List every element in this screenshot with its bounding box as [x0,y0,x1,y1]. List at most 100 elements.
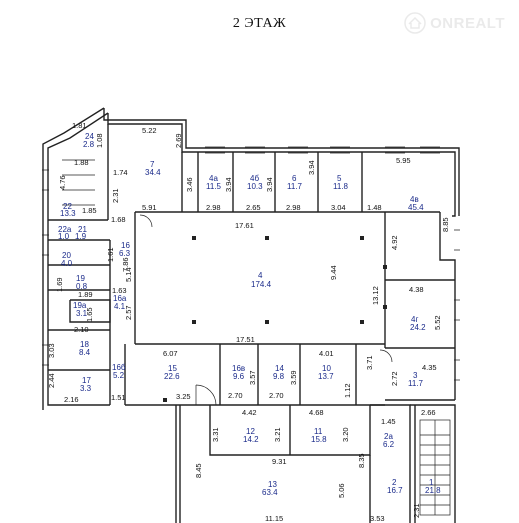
room-24-num: 24 [85,132,94,141]
room-22-num: 22 [63,202,72,211]
dim-label: 3.31 [211,427,220,442]
room-18-num: 18 [80,340,89,349]
room-20-area: 4.0 [61,259,73,268]
house-icon [404,12,426,34]
dim-label: 1.51 [111,393,126,402]
room-4a-num: 4а [209,174,218,183]
dim-label: 1.08 [95,133,104,148]
dim-label: 7.86 [121,257,130,272]
room-17-area: 3.3 [80,384,92,393]
dim-label: 8.45 [194,463,203,478]
floor-title: 2 ЭТАЖ [232,16,287,31]
dim-label: 5.91 [142,203,157,212]
room-18-area: 8.4 [79,348,91,357]
room-4-num: 4 [258,271,263,280]
dim-label: 2.16 [64,395,79,404]
room-3-area: 11.7 [408,379,424,388]
room-20-num: 20 [62,251,71,260]
dim-label: 2.65 [246,203,261,212]
room-13-num: 13 [268,480,277,489]
room-10-num: 10 [322,364,331,373]
dim-label: 3.71 [365,355,374,370]
dim-label: 4.68 [309,408,324,417]
room-16-area: 6.3 [119,249,131,258]
room-15-area: 22.6 [164,372,180,381]
room-19a-area: 3.1 [76,309,88,318]
dim-label: 3.46 [185,177,194,192]
dim-label: 3.59 [289,370,298,385]
dim-label: 3.94 [307,160,316,175]
room-4v-num: 4в [410,195,419,204]
dim-label: 13.12 [371,286,380,305]
dim-label: 4.92 [390,235,399,250]
dim-label: 2.69 [174,133,183,148]
room-2a-area: 6.2 [383,440,395,449]
dim-label: 6.07 [163,349,178,358]
dim-label: 2.98 [286,203,301,212]
room-19-area: 0.8 [76,282,88,291]
watermark-text: ONREALT [430,14,505,32]
room-10-area: 13.7 [318,372,334,381]
room-1-num: 1 [429,478,434,487]
dim-label: 4.42 [242,408,257,417]
stairs [62,159,451,516]
room-11-num: 11 [314,427,323,436]
dim-label: 5.52 [433,315,442,330]
dim-label: 4.76 [58,175,67,190]
room-12-area: 14.2 [243,435,259,444]
dim-label: 9.44 [329,265,338,280]
room-21-area: 1.9 [75,232,87,241]
room-15-num: 15 [168,364,177,373]
room-21-num: 21 [78,225,87,234]
room-11-area: 15.8 [311,435,327,444]
room-12-num: 12 [246,427,255,436]
dimension-labels: 5.22 2.69 1.74 2.31 3.46 3.94 3.94 3.94 … [47,121,450,523]
dim-label: 3.25 [176,392,191,401]
room-7-num: 7 [150,160,155,169]
dim-label: 1.74 [113,168,128,177]
room-4a-area: 11.5 [206,182,222,191]
dim-label: 4.35 [422,363,437,372]
dim-label: 1.48 [367,203,382,212]
dim-label: 1.81 [72,121,87,130]
dim-label: 2.31 [111,188,120,203]
room-13-area: 63.4 [262,488,278,497]
room-24-area: 2.8 [83,140,95,149]
room-2a-num: 2а [384,432,393,441]
room-4b-area: 10.3 [247,182,263,191]
dim-label: 2.57 [124,305,133,320]
dim-label: 3.20 [341,427,350,442]
room-7-area: 34.4 [145,168,161,177]
room-16a-area: 4.1 [114,302,126,311]
room-6-area: 11.7 [287,182,303,191]
dim-label: 3.94 [224,177,233,192]
room-17-num: 17 [82,376,91,385]
dim-label: 1.69 [55,277,64,292]
dim-label: 17.61 [235,221,254,230]
dim-label: 2.72 [390,371,399,386]
room-22-area: 13.3 [60,209,76,218]
door-swings [139,214,393,406]
dim-label: 3.94 [265,177,274,192]
dim-label: 5.06 [337,483,346,498]
dim-label: 8.85 [441,217,450,232]
room-16v-num: 16в [232,364,245,373]
room-14-area: 9.8 [273,372,285,381]
dim-label: 2.70 [228,391,243,400]
room-16a-num: 16а [113,294,127,303]
room-5-area: 11.8 [333,182,349,191]
room-4b-num: 4б [250,174,259,183]
dim-label: 4.01 [319,349,334,358]
dim-label: 2.66 [421,408,436,417]
dim-label: 2.10 [74,325,89,334]
room-19a-num: 19а [73,301,87,310]
dim-label: 1.88 [74,158,89,167]
room-labels: 24 2.8 22 13.3 7 34.4 4а 11.5 4б 10.3 6 … [58,132,441,497]
dim-label: 8.35 [357,453,366,468]
room-4v-area: 45.4 [408,203,424,212]
room-16b-area: 5.2 [113,371,125,380]
dim-label: 3.57 [248,370,257,385]
dim-label: 3.03 [47,343,56,358]
room-22a-area: 1.0 [58,232,70,241]
